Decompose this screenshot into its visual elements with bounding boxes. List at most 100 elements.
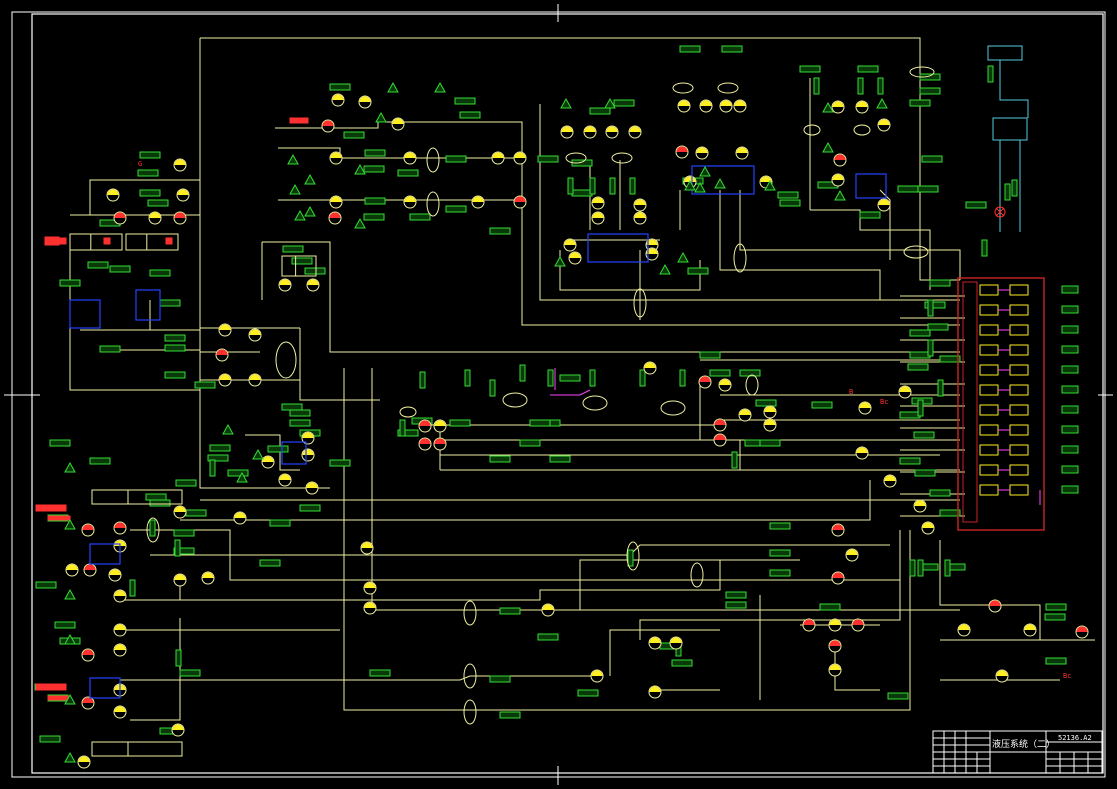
pump-gauge-symbol — [248, 373, 262, 387]
pump-gauge-symbol — [81, 696, 95, 710]
gauge-fill — [989, 600, 1001, 606]
manifold-valve — [1009, 324, 1029, 336]
label-tag — [965, 201, 987, 209]
gauge-fill — [670, 637, 682, 643]
label-tag — [577, 689, 599, 697]
red-marker — [47, 695, 71, 701]
tank-triangle — [677, 251, 689, 263]
label-tag — [299, 504, 321, 512]
pipe-line — [810, 209, 931, 290]
label-tag — [35, 581, 57, 589]
cylinder-body — [69, 233, 123, 251]
manifold-tag — [1061, 445, 1079, 454]
pump-gauge-symbol — [301, 431, 315, 445]
side-label-g: G — [138, 160, 142, 168]
label-tag — [149, 499, 171, 507]
tank-triangle — [354, 163, 366, 175]
red-marker — [103, 237, 111, 245]
pump-gauge-symbol — [718, 378, 732, 392]
label-tag-vertical — [679, 369, 686, 387]
pump-gauge-symbol — [1023, 623, 1037, 637]
pump-gauge-symbol — [201, 571, 215, 585]
tank-triangle — [434, 81, 446, 93]
pump-gauge-symbol — [855, 446, 869, 460]
manifold-valve — [979, 444, 999, 456]
label-tag — [409, 213, 431, 221]
manifold-valve — [1009, 464, 1029, 476]
magenta-line — [550, 389, 591, 396]
pipe-line — [719, 190, 960, 301]
pipe-line — [180, 480, 871, 521]
gauge-fill — [719, 379, 731, 385]
tank-triangle — [659, 263, 671, 275]
label-tag — [329, 83, 351, 91]
gauge-fill — [114, 212, 126, 218]
label-tag — [489, 455, 511, 463]
gauge-fill — [434, 420, 446, 426]
label-tag — [449, 419, 471, 427]
label-tag-vertical — [629, 177, 636, 195]
label-tag — [445, 205, 467, 213]
gauge-fill — [700, 100, 712, 106]
gauge-fill — [569, 252, 581, 258]
filter-symbol — [717, 82, 739, 94]
label-tag — [304, 267, 326, 275]
label-tag — [445, 155, 467, 163]
label-tag — [173, 547, 195, 555]
label-tag — [589, 107, 611, 115]
label-tag-vertical — [609, 177, 616, 195]
drawing-code: 52136.A2 — [1058, 734, 1092, 742]
pump-gauge-symbol — [113, 705, 127, 719]
pump-gauge-symbol — [628, 125, 642, 139]
pump-gauge-symbol — [358, 95, 372, 109]
manifold-tag — [1061, 405, 1079, 414]
label-tag — [363, 213, 385, 221]
tank-triangle — [252, 448, 264, 460]
drawing-title: 液压系统（二） — [992, 738, 1055, 750]
pump-gauge-symbol — [329, 151, 343, 165]
directional-valve-frame — [89, 543, 121, 565]
hydraulic-cylinder — [91, 741, 183, 757]
label-tag — [39, 735, 61, 743]
manifold-valve — [1009, 384, 1029, 396]
label-tag — [329, 459, 351, 467]
gauge-fill — [364, 582, 376, 588]
label-tag — [207, 454, 229, 462]
label-tag — [769, 549, 791, 557]
gauge-fill — [592, 212, 604, 218]
tank-triangle — [699, 165, 711, 177]
label-tag-vertical — [877, 77, 884, 95]
manifold-valve — [979, 484, 999, 496]
gauge-fill — [434, 438, 446, 444]
manifold-tag — [1061, 305, 1079, 314]
gauge-fill — [834, 154, 846, 160]
red-marker — [289, 117, 309, 124]
gauge-fill — [514, 152, 526, 158]
red-marker — [47, 515, 71, 521]
gauge-fill — [492, 152, 504, 158]
label-tag-vertical — [174, 539, 181, 557]
gauge-fill — [114, 624, 126, 630]
gauge-fill — [878, 119, 890, 125]
label-tag — [145, 493, 167, 501]
filter-symbol — [672, 82, 694, 94]
pump-gauge-symbol — [81, 648, 95, 662]
label-tag — [759, 439, 781, 447]
label-tag — [709, 369, 731, 377]
pump-gauge-symbol — [113, 211, 127, 225]
gauge-fill — [174, 506, 186, 512]
pump-gauge-symbol — [173, 211, 187, 225]
pump-gauge-symbol — [735, 146, 749, 160]
pump-gauge-symbol — [363, 601, 377, 615]
gauge-fill — [649, 686, 661, 692]
pump-gauge-symbol — [81, 523, 95, 537]
manifold-valve — [979, 344, 999, 356]
gauge-fill — [82, 524, 94, 530]
tank-triangle — [694, 181, 706, 193]
label-tag-vertical — [129, 579, 136, 597]
label-tag — [929, 489, 951, 497]
tank-triangle — [64, 751, 76, 763]
manifold-tag — [1061, 325, 1079, 334]
title-block — [932, 730, 1103, 774]
label-tag — [364, 197, 386, 205]
